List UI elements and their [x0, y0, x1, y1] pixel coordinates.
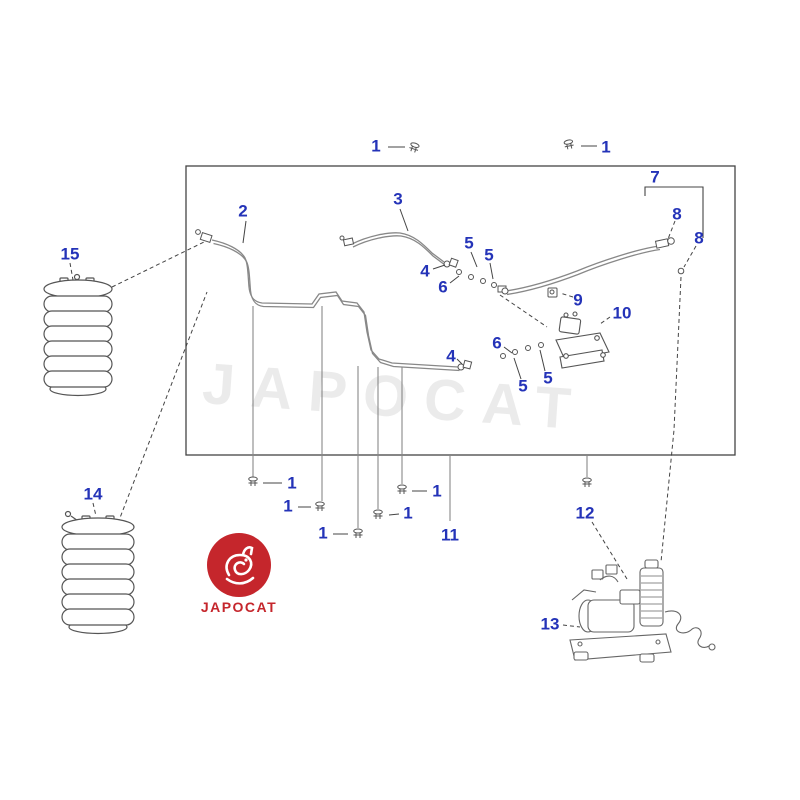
part-label-1: 1 [283, 496, 293, 516]
bracket-7-lines [644, 186, 704, 238]
part-label-8: 8 [694, 228, 704, 248]
part-label-4: 4 [446, 346, 456, 366]
air-spring-15 [43, 273, 113, 397]
part-label-13: 13 [540, 614, 560, 634]
part-label-1: 1 [403, 503, 413, 523]
clip-icon [373, 509, 383, 520]
dashed-leader-lines [69, 220, 697, 628]
part-label-8: 8 [672, 204, 682, 224]
part-label-5: 5 [484, 245, 494, 265]
tube-fittings [195, 229, 685, 371]
clip-icon [397, 484, 407, 495]
part-label-5: 5 [464, 233, 474, 253]
part-label-14: 14 [83, 484, 103, 504]
part-label-1: 1 [287, 473, 297, 493]
compressor-assembly-13 [569, 559, 716, 663]
part-label-1: 1 [371, 136, 381, 156]
clip-icon [248, 476, 258, 487]
leader-lines [242, 145, 597, 535]
part-label-1: 1 [318, 523, 328, 543]
cat-squiggle-icon [225, 546, 255, 585]
valve-bracket-assembly [555, 311, 610, 369]
drop-lines [252, 306, 588, 528]
part-label-1: 1 [432, 481, 442, 501]
part-label-11: 11 [441, 525, 459, 545]
retainer-clips [248, 138, 592, 539]
clip-icon [407, 141, 421, 154]
part-label-5: 5 [543, 368, 553, 388]
japocat-logo-text: JAPOCAT [200, 599, 278, 615]
japocat-logo: JAPOCAT [197, 533, 281, 615]
part-label-1: 1 [601, 137, 611, 157]
clip-icon [315, 501, 325, 512]
air-spring-14 [61, 510, 135, 635]
part-label-4: 4 [420, 261, 430, 281]
air-line-tubes [211, 232, 661, 372]
part-label-2: 2 [238, 201, 248, 221]
part-label-15: 15 [60, 244, 80, 264]
part-label-3: 3 [393, 189, 403, 209]
clip-icon [353, 528, 363, 539]
part-label-9: 9 [573, 290, 583, 310]
clip-icon [582, 477, 592, 488]
coiled-hose [664, 610, 710, 648]
part-label-7: 7 [650, 167, 660, 187]
part-label-12: 12 [575, 503, 595, 523]
part-label-10: 10 [612, 303, 632, 323]
main-frame-box [185, 165, 736, 456]
japocat-logo-icon [207, 533, 271, 597]
part-label-5: 5 [518, 376, 528, 396]
clip-icon [563, 138, 575, 151]
part-label-6: 6 [492, 333, 502, 353]
part-label-6: 6 [438, 277, 448, 297]
